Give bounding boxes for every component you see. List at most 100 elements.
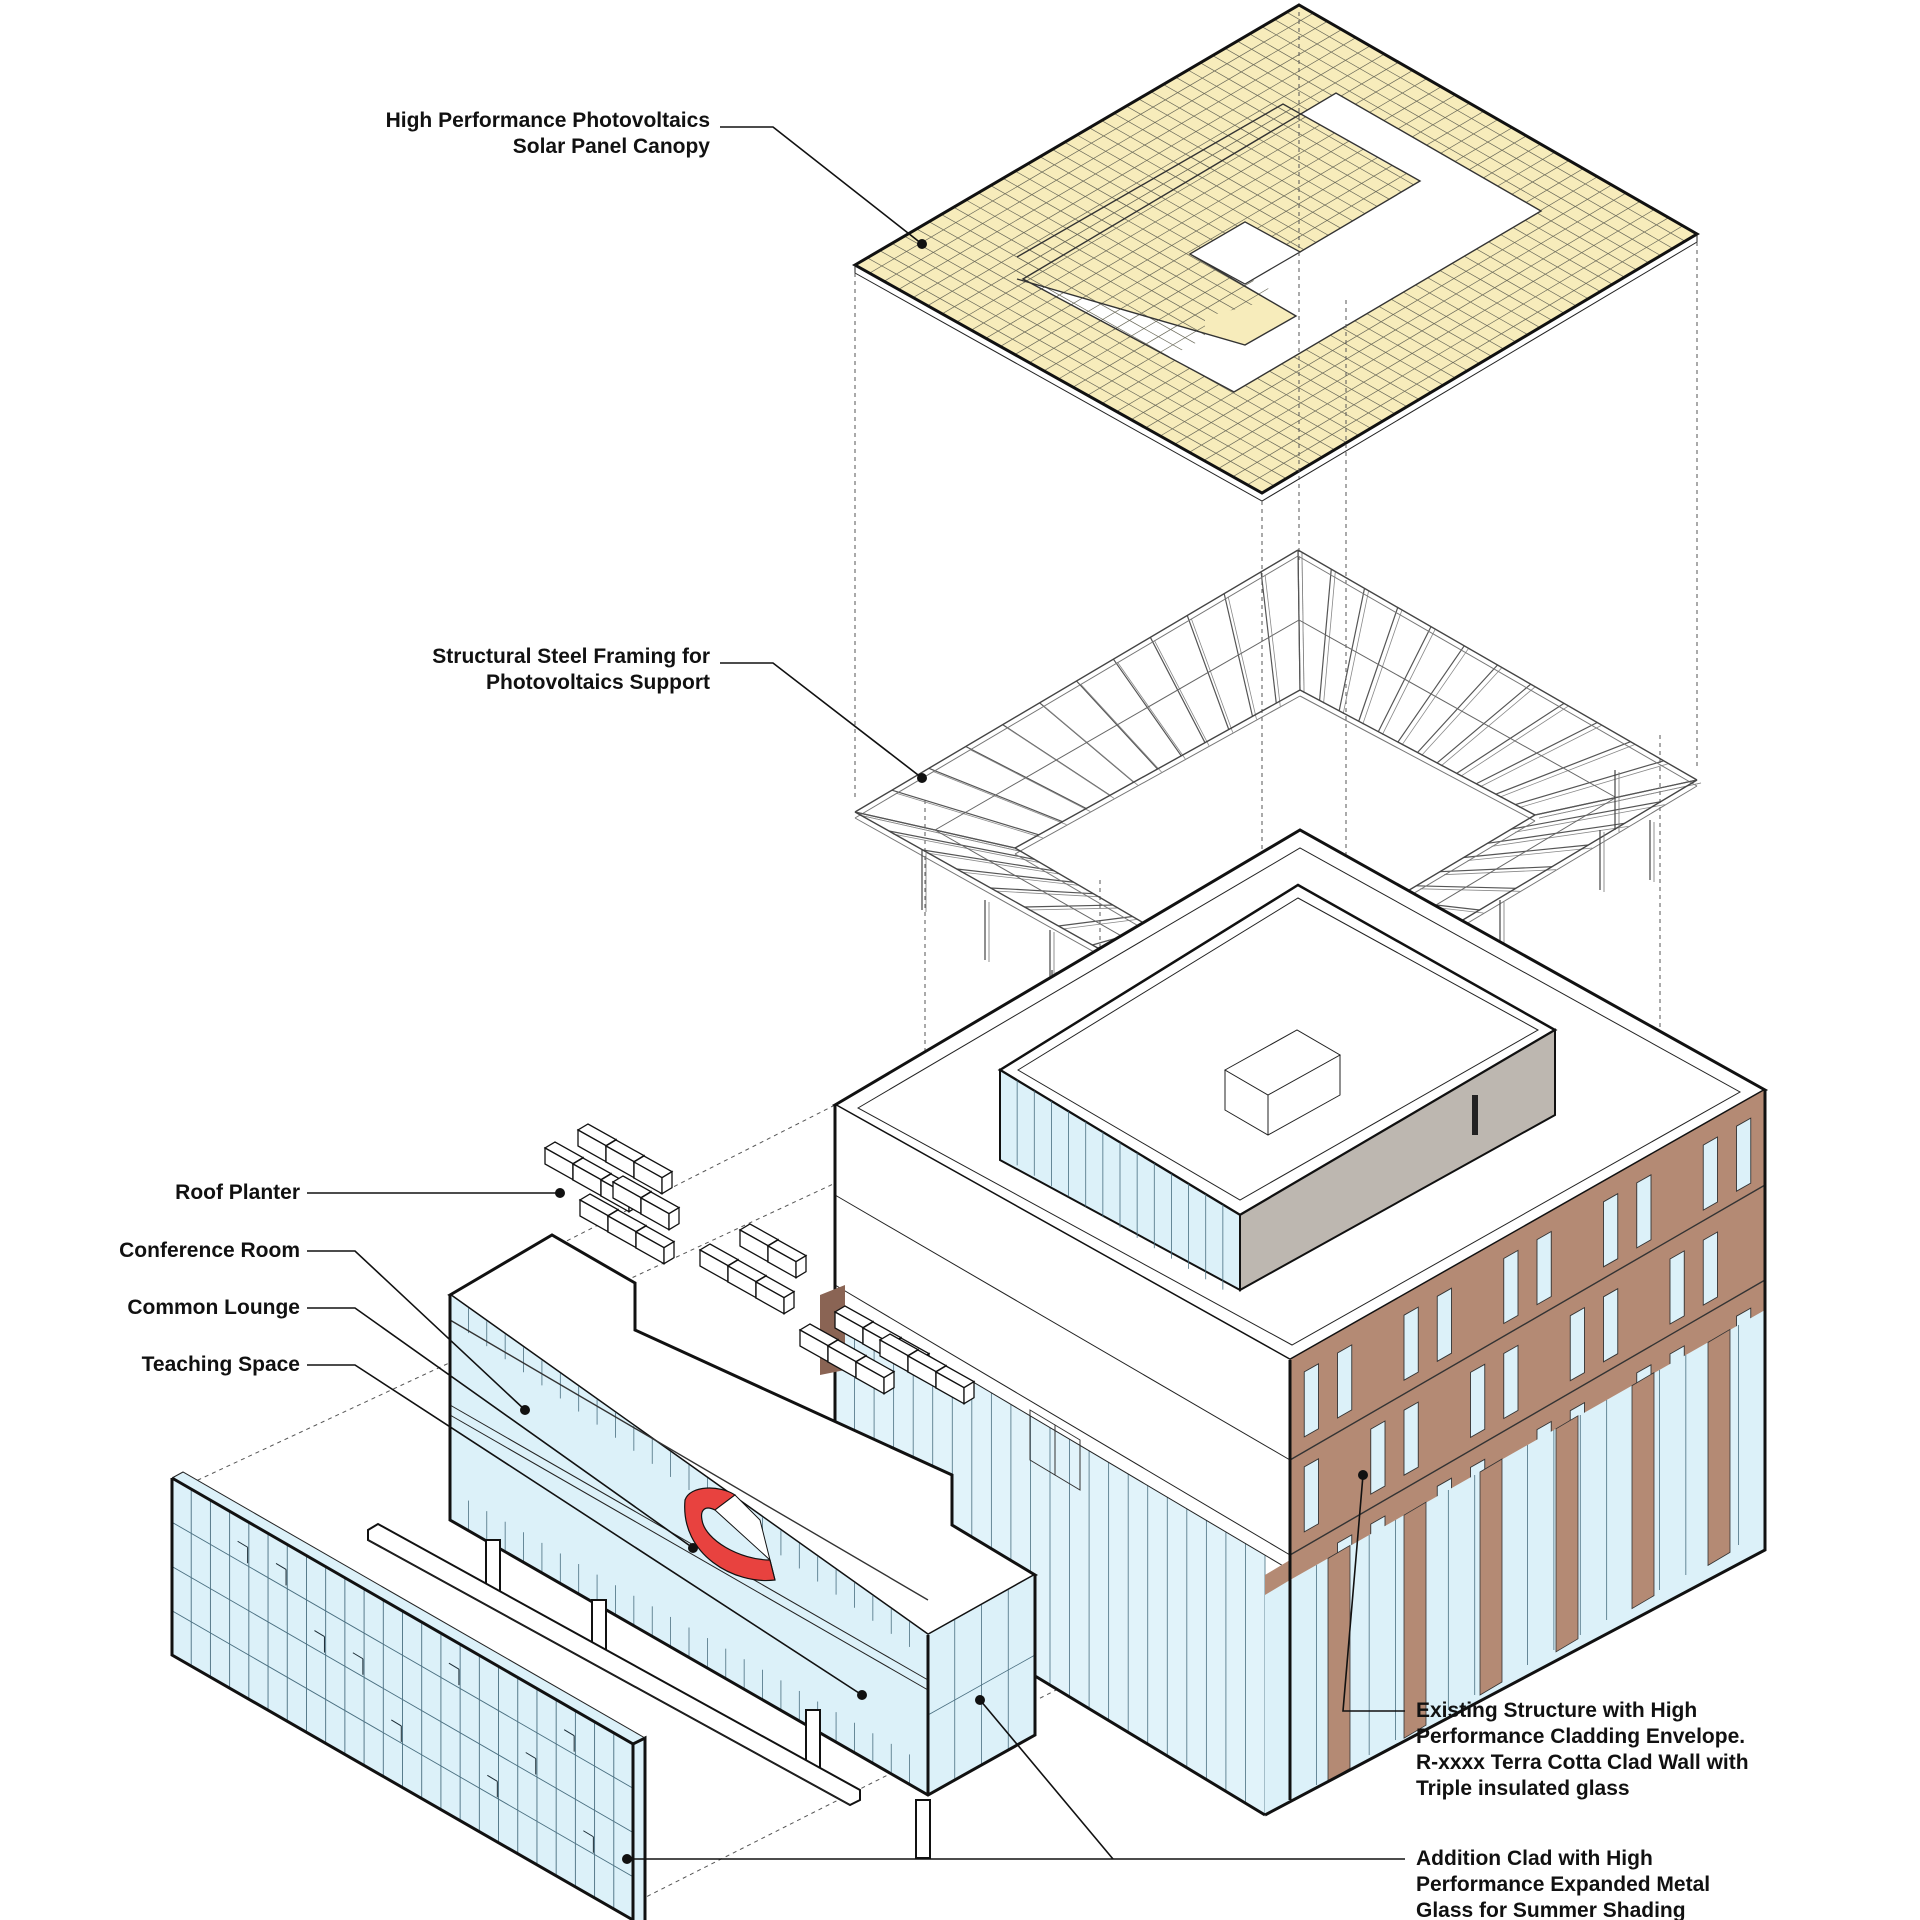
window — [1370, 1420, 1386, 1495]
steel-joist — [1440, 686, 1536, 767]
steel-joist — [1491, 825, 1629, 847]
steel-girder — [854, 549, 1299, 813]
existing-east-windows — [1265, 1117, 1766, 1815]
steel-joist — [1480, 725, 1602, 788]
planter-side — [668, 1206, 680, 1231]
steel-joist — [1264, 574, 1281, 707]
terra-cotta-fin — [1479, 1458, 1503, 1696]
window — [1436, 1287, 1452, 1363]
screen-detail — [314, 1630, 325, 1638]
solar-grid-line — [1189, 192, 1627, 453]
steel-joist — [926, 852, 1059, 875]
window — [1603, 1192, 1619, 1268]
label-existing-line3: R-xxxx Terra Cotta Clad Wall with — [1416, 1751, 1749, 1774]
window — [1303, 1363, 1319, 1438]
label-addition-line1: Addition Clad with High — [1416, 1847, 1653, 1870]
glass-transom — [927, 1654, 1036, 1716]
window — [1403, 1306, 1419, 1381]
solar-grid-line — [1218, 209, 1655, 469]
callout-solar: High Performance Photovoltaics Solar Pan… — [386, 109, 927, 249]
solar-grid-line — [898, 29, 1342, 290]
solar-grid-line — [1232, 217, 1669, 478]
terra-cotta-fin — [1631, 1371, 1655, 1610]
solar-grid-line — [1017, 104, 1385, 315]
steel-joist — [1420, 888, 1520, 892]
steel-joist — [1342, 591, 1369, 714]
existing-building — [820, 828, 1769, 1817]
solar-grid-line — [1174, 184, 1612, 445]
planter-side — [883, 1370, 895, 1395]
steel-joist — [1499, 744, 1635, 798]
callout-roof-planter: Roof Planter — [175, 1181, 565, 1204]
window — [1669, 1250, 1685, 1325]
addition-mullions — [467, 1308, 1036, 1785]
label-common-lounge: Common Lounge — [127, 1296, 300, 1319]
screen-detail — [525, 1752, 537, 1759]
window — [1403, 1401, 1419, 1476]
steel-joist — [1538, 782, 1702, 819]
label-steel-line1: Structural Steel Framing for — [432, 645, 710, 668]
screen-transom — [171, 1521, 634, 1789]
steel-girder — [1297, 555, 1698, 787]
window — [1470, 1363, 1486, 1439]
steel-girder — [854, 555, 1299, 819]
terra-cotta-fin — [1403, 1501, 1427, 1739]
label-addition-line2: Performance Expanded Metal — [1416, 1873, 1710, 1896]
window — [1603, 1287, 1619, 1363]
window — [1337, 1344, 1353, 1419]
window — [1569, 1306, 1585, 1382]
solar-panel-canopy — [851, 3, 1700, 502]
screen-transom — [171, 1610, 634, 1878]
steel-joist — [1190, 618, 1234, 733]
steel-joist — [1301, 552, 1305, 694]
steel-joist — [969, 749, 1091, 812]
steel-girder — [1299, 689, 1536, 816]
steel-joist — [1062, 919, 1137, 930]
steel-joist — [858, 814, 1020, 852]
steel-joist — [960, 871, 1078, 886]
label-existing-line2: Performance Cladding Envelope. — [1416, 1725, 1745, 1748]
window — [1636, 1174, 1652, 1249]
steel-girder — [1014, 689, 1301, 849]
label-conference-room: Conference Room — [119, 1239, 300, 1262]
roof-planters — [543, 1123, 976, 1405]
solar-grid-line — [1247, 225, 1683, 486]
window — [1536, 1230, 1552, 1306]
solar-grid-line — [869, 12, 1314, 274]
steel-joist — [1227, 596, 1257, 720]
planter-side — [795, 1254, 807, 1279]
planter-side — [663, 1240, 675, 1265]
planter-side — [783, 1290, 795, 1315]
solar-grid-line — [1203, 200, 1641, 461]
steel-joist — [892, 833, 1039, 863]
label-solar-line1: High Performance Photovoltaics — [386, 109, 710, 132]
steel-rail — [934, 619, 1300, 831]
steel-joist — [1443, 869, 1557, 876]
planter-side — [963, 1380, 975, 1405]
window — [1503, 1344, 1519, 1420]
steel-joist — [1153, 640, 1210, 746]
screen-detail — [448, 1662, 460, 1670]
steel-girder — [1299, 695, 1536, 822]
addition-beam — [367, 1522, 861, 1807]
steel-joist — [1006, 727, 1115, 799]
roof-penthouse — [997, 883, 1558, 1292]
steel-joist — [1117, 661, 1186, 760]
screen-detail — [583, 1830, 594, 1838]
steel-joist — [1323, 572, 1336, 704]
screen-detail — [352, 1652, 364, 1660]
window — [1503, 1249, 1519, 1325]
screen-transom — [171, 1566, 634, 1833]
steel-joist — [895, 792, 1043, 839]
steel-joist — [1028, 907, 1117, 911]
steel-joist — [1381, 629, 1436, 735]
label-roof-planter: Roof Planter — [175, 1181, 300, 1204]
steel-joist — [1515, 804, 1665, 833]
callout-existing-structure: Existing Structure with High Performance… — [1342, 1470, 1749, 1800]
solar-panel-inner-block — [1017, 104, 1420, 345]
window — [1736, 1117, 1752, 1192]
label-existing-line1: Existing Structure with High — [1416, 1699, 1697, 1722]
steel-joist — [1467, 847, 1593, 861]
label-existing-line4: Triple insulated glass — [1416, 1777, 1630, 1800]
steel-joist — [1043, 705, 1139, 786]
